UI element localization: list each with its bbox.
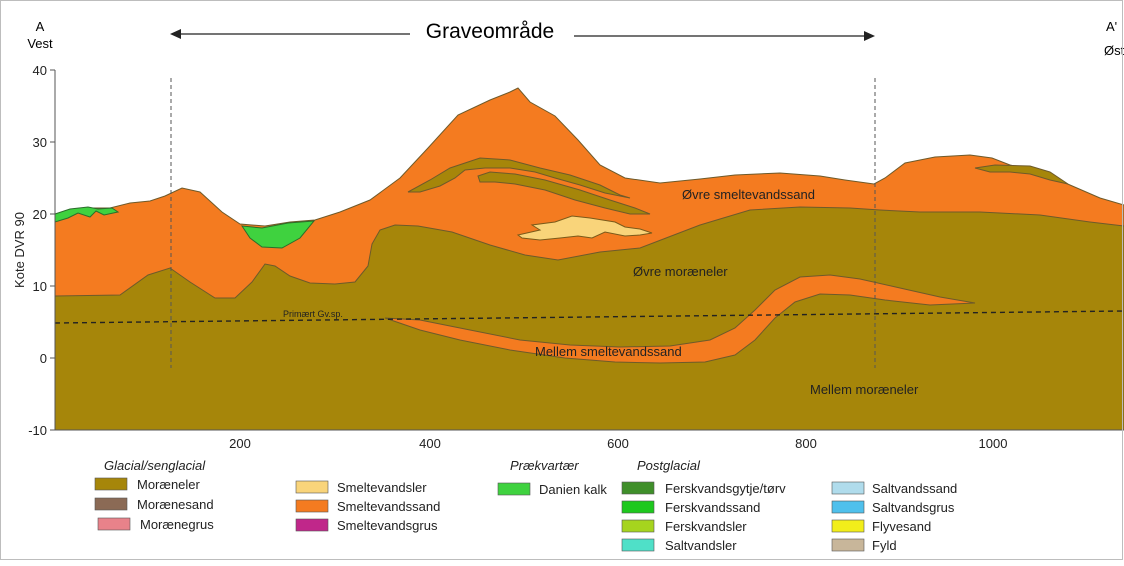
cross-section-figure: 40 30 20 10 0 -10 Kote DVR 90 200 400 60… (0, 0, 1124, 561)
figure-border (0, 0, 1123, 560)
